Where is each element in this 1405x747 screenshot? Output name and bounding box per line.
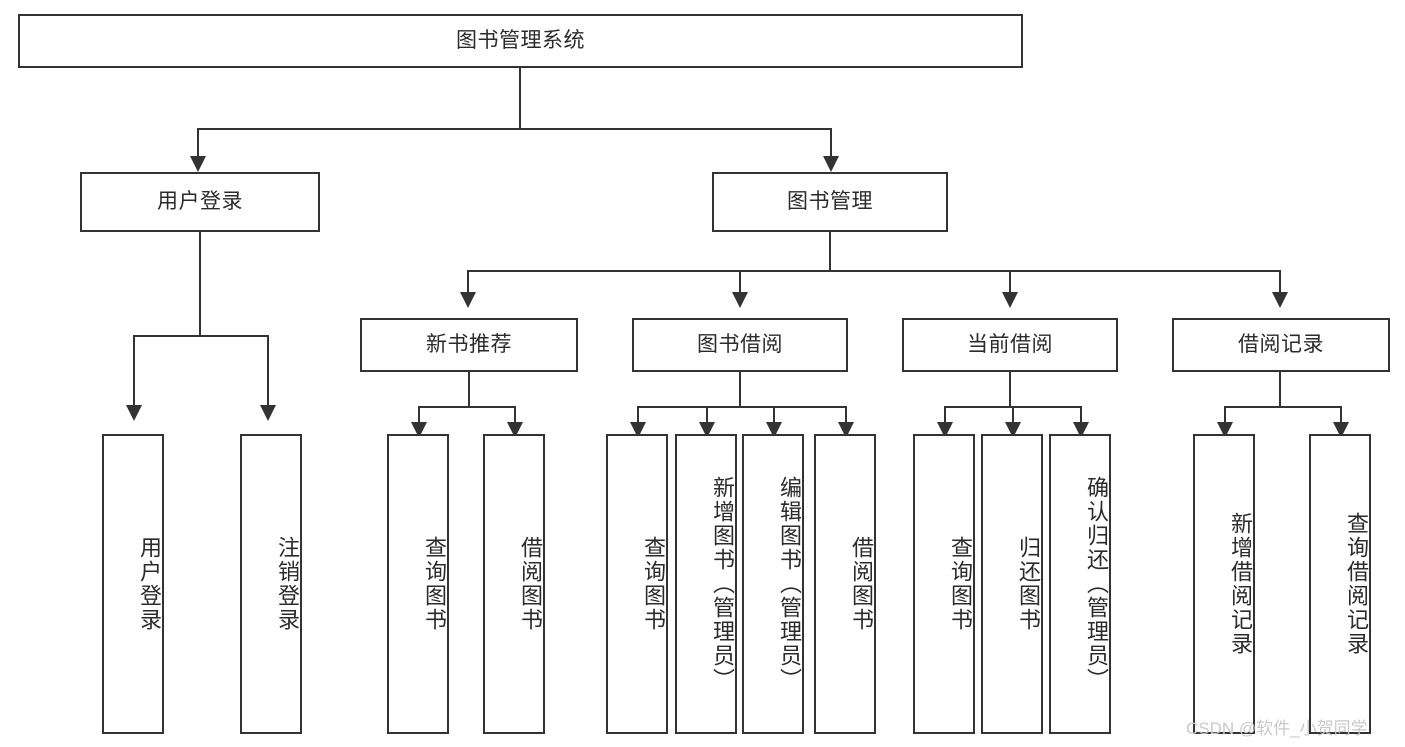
connector-new-book-stem [468,372,470,406]
leaf-user-login[interactable]: 用户登录 [102,434,164,734]
connector-root-to-user-login [197,128,199,158]
connector-user-login-stem [199,232,201,335]
node-label: 注销登录 [275,536,300,632]
node-label: 归还图书 [1016,536,1041,632]
leaf-cb-confirm-return[interactable]: 确认归还（管理员） [1049,434,1111,734]
connector-bb-drop-2 [706,406,708,426]
node-label: 确认归还（管理员） [1084,476,1109,692]
node-book-borrow[interactable]: 图书借阅 [632,318,848,372]
leaf-bb-edit-book[interactable]: 编辑图书（管理员） [742,434,804,734]
connector-bm-to-current-borrow [1009,270,1011,294]
node-book-management[interactable]: 图书管理 [712,172,948,232]
connector-root-stem [519,68,521,128]
connector-new-book-drop-2 [514,406,516,426]
node-label: 查询图书 [641,536,666,632]
node-label: 借阅记录 [1238,332,1324,356]
connector-user-login-right-drop [267,335,269,407]
connector-bb-drop-1 [637,406,639,426]
connector-bb-drop-3 [773,406,775,426]
arrowhead-leaf-user-login [126,405,142,421]
node-label: 新增图书（管理员） [710,476,735,692]
node-user-login[interactable]: 用户登录 [80,172,320,232]
connector-borrow-record-stem [1279,372,1281,406]
node-new-book-recommend[interactable]: 新书推荐 [360,318,578,372]
arrowhead-current-borrow [1002,292,1018,308]
connector-bm-to-book-borrow [739,270,741,294]
leaf-bb-borrow-book[interactable]: 借阅图书 [814,434,876,734]
connector-bm-to-borrow-record [1279,270,1281,294]
connector-cb-drop-1 [944,406,946,426]
leaf-cb-query-book[interactable]: 查询图书 [913,434,975,734]
arrowhead-borrow-record [1272,292,1288,308]
connector-borrow-record-bus [1224,406,1340,408]
connector-user-login-bus [133,335,267,337]
leaf-br-query-record[interactable]: 查询借阅记录 [1309,434,1371,734]
node-label: 借阅图书 [849,536,874,632]
node-label: 用户登录 [157,189,243,213]
connector-root-bus [197,128,832,130]
node-label: 当前借阅 [967,332,1053,356]
connector-current-borrow-stem [1009,372,1011,406]
connector-new-book-bus [418,406,514,408]
node-label: 图书管理 [787,189,873,213]
node-label: 借阅图书 [518,536,543,632]
node-current-borrow[interactable]: 当前借阅 [902,318,1118,372]
leaf-bb-query-book[interactable]: 查询图书 [606,434,668,734]
connector-cb-drop-2 [1012,406,1014,426]
node-borrow-record[interactable]: 借阅记录 [1172,318,1390,372]
connector-root-to-book-management [830,128,832,158]
connector-book-borrow-bus [637,406,845,408]
node-label: 图书借阅 [697,332,783,356]
node-root-book-management-system[interactable]: 图书管理系统 [18,14,1023,68]
node-label: 用户登录 [137,536,162,632]
arrowhead-user-login [190,156,206,172]
connector-br-drop-2 [1340,406,1342,426]
leaf-logout[interactable]: 注销登录 [240,434,302,734]
leaf-nb-query-book[interactable]: 查询图书 [387,434,449,734]
leaf-nb-borrow-book[interactable]: 借阅图书 [483,434,545,734]
connector-book-borrow-stem [739,372,741,406]
connector-book-management-bus [467,270,1279,272]
leaf-bb-add-book[interactable]: 新增图书（管理员） [675,434,737,734]
leaf-br-add-record[interactable]: 新增借阅记录 [1193,434,1255,734]
node-label: 查询图书 [422,536,447,632]
node-label: 图书管理系统 [456,28,585,52]
node-label: 查询借阅记录 [1344,512,1369,656]
arrowhead-new-book-recommend [460,292,476,308]
leaf-cb-return-book[interactable]: 归还图书 [981,434,1043,734]
arrowhead-leaf-logout [260,405,276,421]
node-label: 查询图书 [948,536,973,632]
connector-book-management-stem [829,232,831,270]
node-label: 编辑图书（管理员） [777,476,802,692]
connector-bb-drop-4 [845,406,847,426]
node-label: 新书推荐 [426,332,512,356]
connector-new-book-drop-1 [418,406,420,426]
connector-cb-drop-3 [1080,406,1082,426]
arrowhead-book-management [823,156,839,172]
connector-bm-to-new-book [467,270,469,294]
arrowhead-book-borrow [732,292,748,308]
connector-br-drop-1 [1224,406,1226,426]
node-label: 新增借阅记录 [1228,512,1253,656]
connector-user-login-left-drop [133,335,135,407]
